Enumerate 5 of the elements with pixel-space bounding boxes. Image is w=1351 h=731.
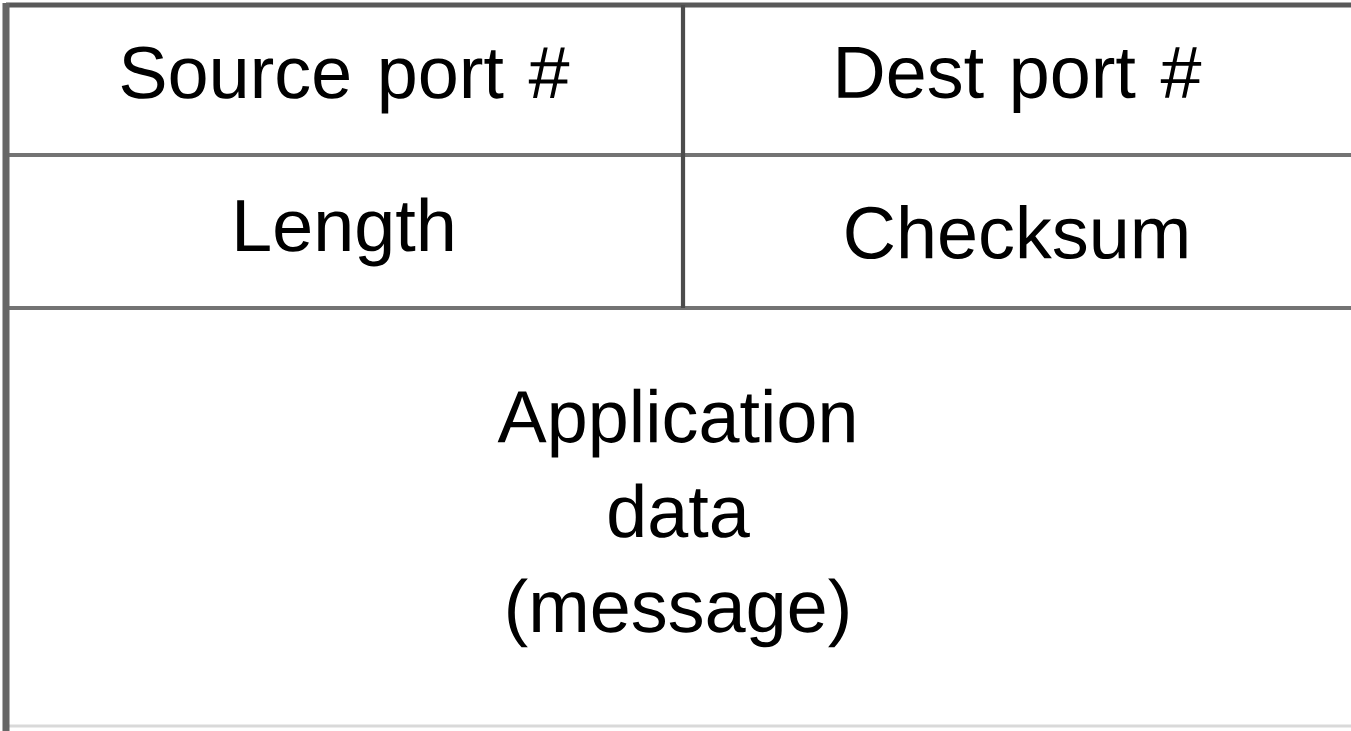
table-cell: Dest port # (838, 46, 1202, 114)
table-cell: Length (237, 197, 453, 267)
table-cell: Checksum (846, 204, 1187, 260)
table-cell: Application data (message) (497, 388, 854, 648)
table-cell: Source port # (121, 46, 570, 114)
